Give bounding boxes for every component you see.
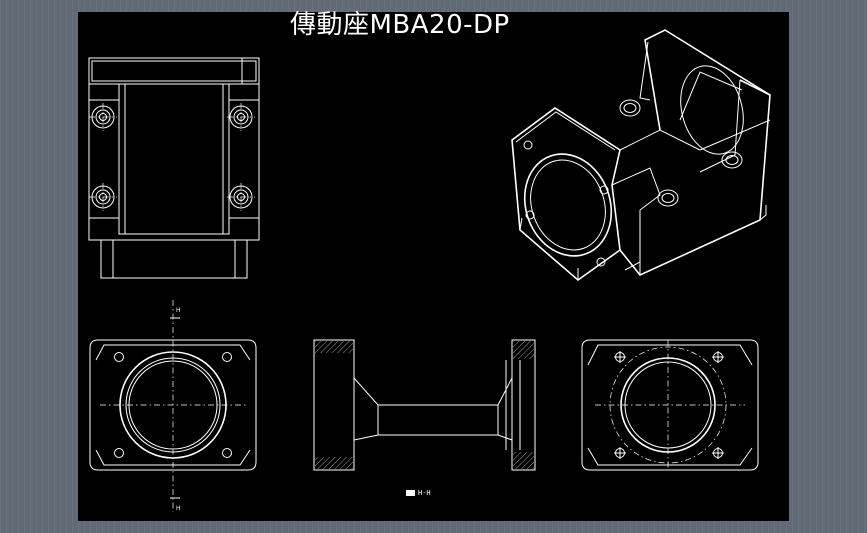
section-view [313, 339, 536, 471]
section-label-text: H-H [418, 489, 431, 497]
cut-marker-bottom: H [176, 505, 181, 512]
rear-bolt-hole-4 [712, 447, 724, 459]
cut-marker-top: H [176, 307, 181, 314]
isometric-view [511, 29, 771, 282]
rear-bolt-hole-1 [614, 351, 626, 363]
front-view: H H [89, 300, 257, 512]
bolt-hole-bottom-right [227, 183, 255, 211]
bolt-hole-top-right [227, 103, 255, 131]
rear-bolt-hole-2 [712, 351, 724, 363]
rear-view [581, 339, 759, 471]
rear-bolt-hole-3 [614, 447, 626, 459]
drawing-sheet [78, 12, 789, 521]
section-label: H-H [406, 486, 431, 500]
bolt-hole-top-left [89, 103, 117, 131]
drawing-title: 傳動座MBA20-DP [290, 10, 510, 40]
top-view [88, 57, 260, 279]
section-label-block [406, 490, 415, 496]
bolt-hole-bottom-left [89, 183, 117, 211]
